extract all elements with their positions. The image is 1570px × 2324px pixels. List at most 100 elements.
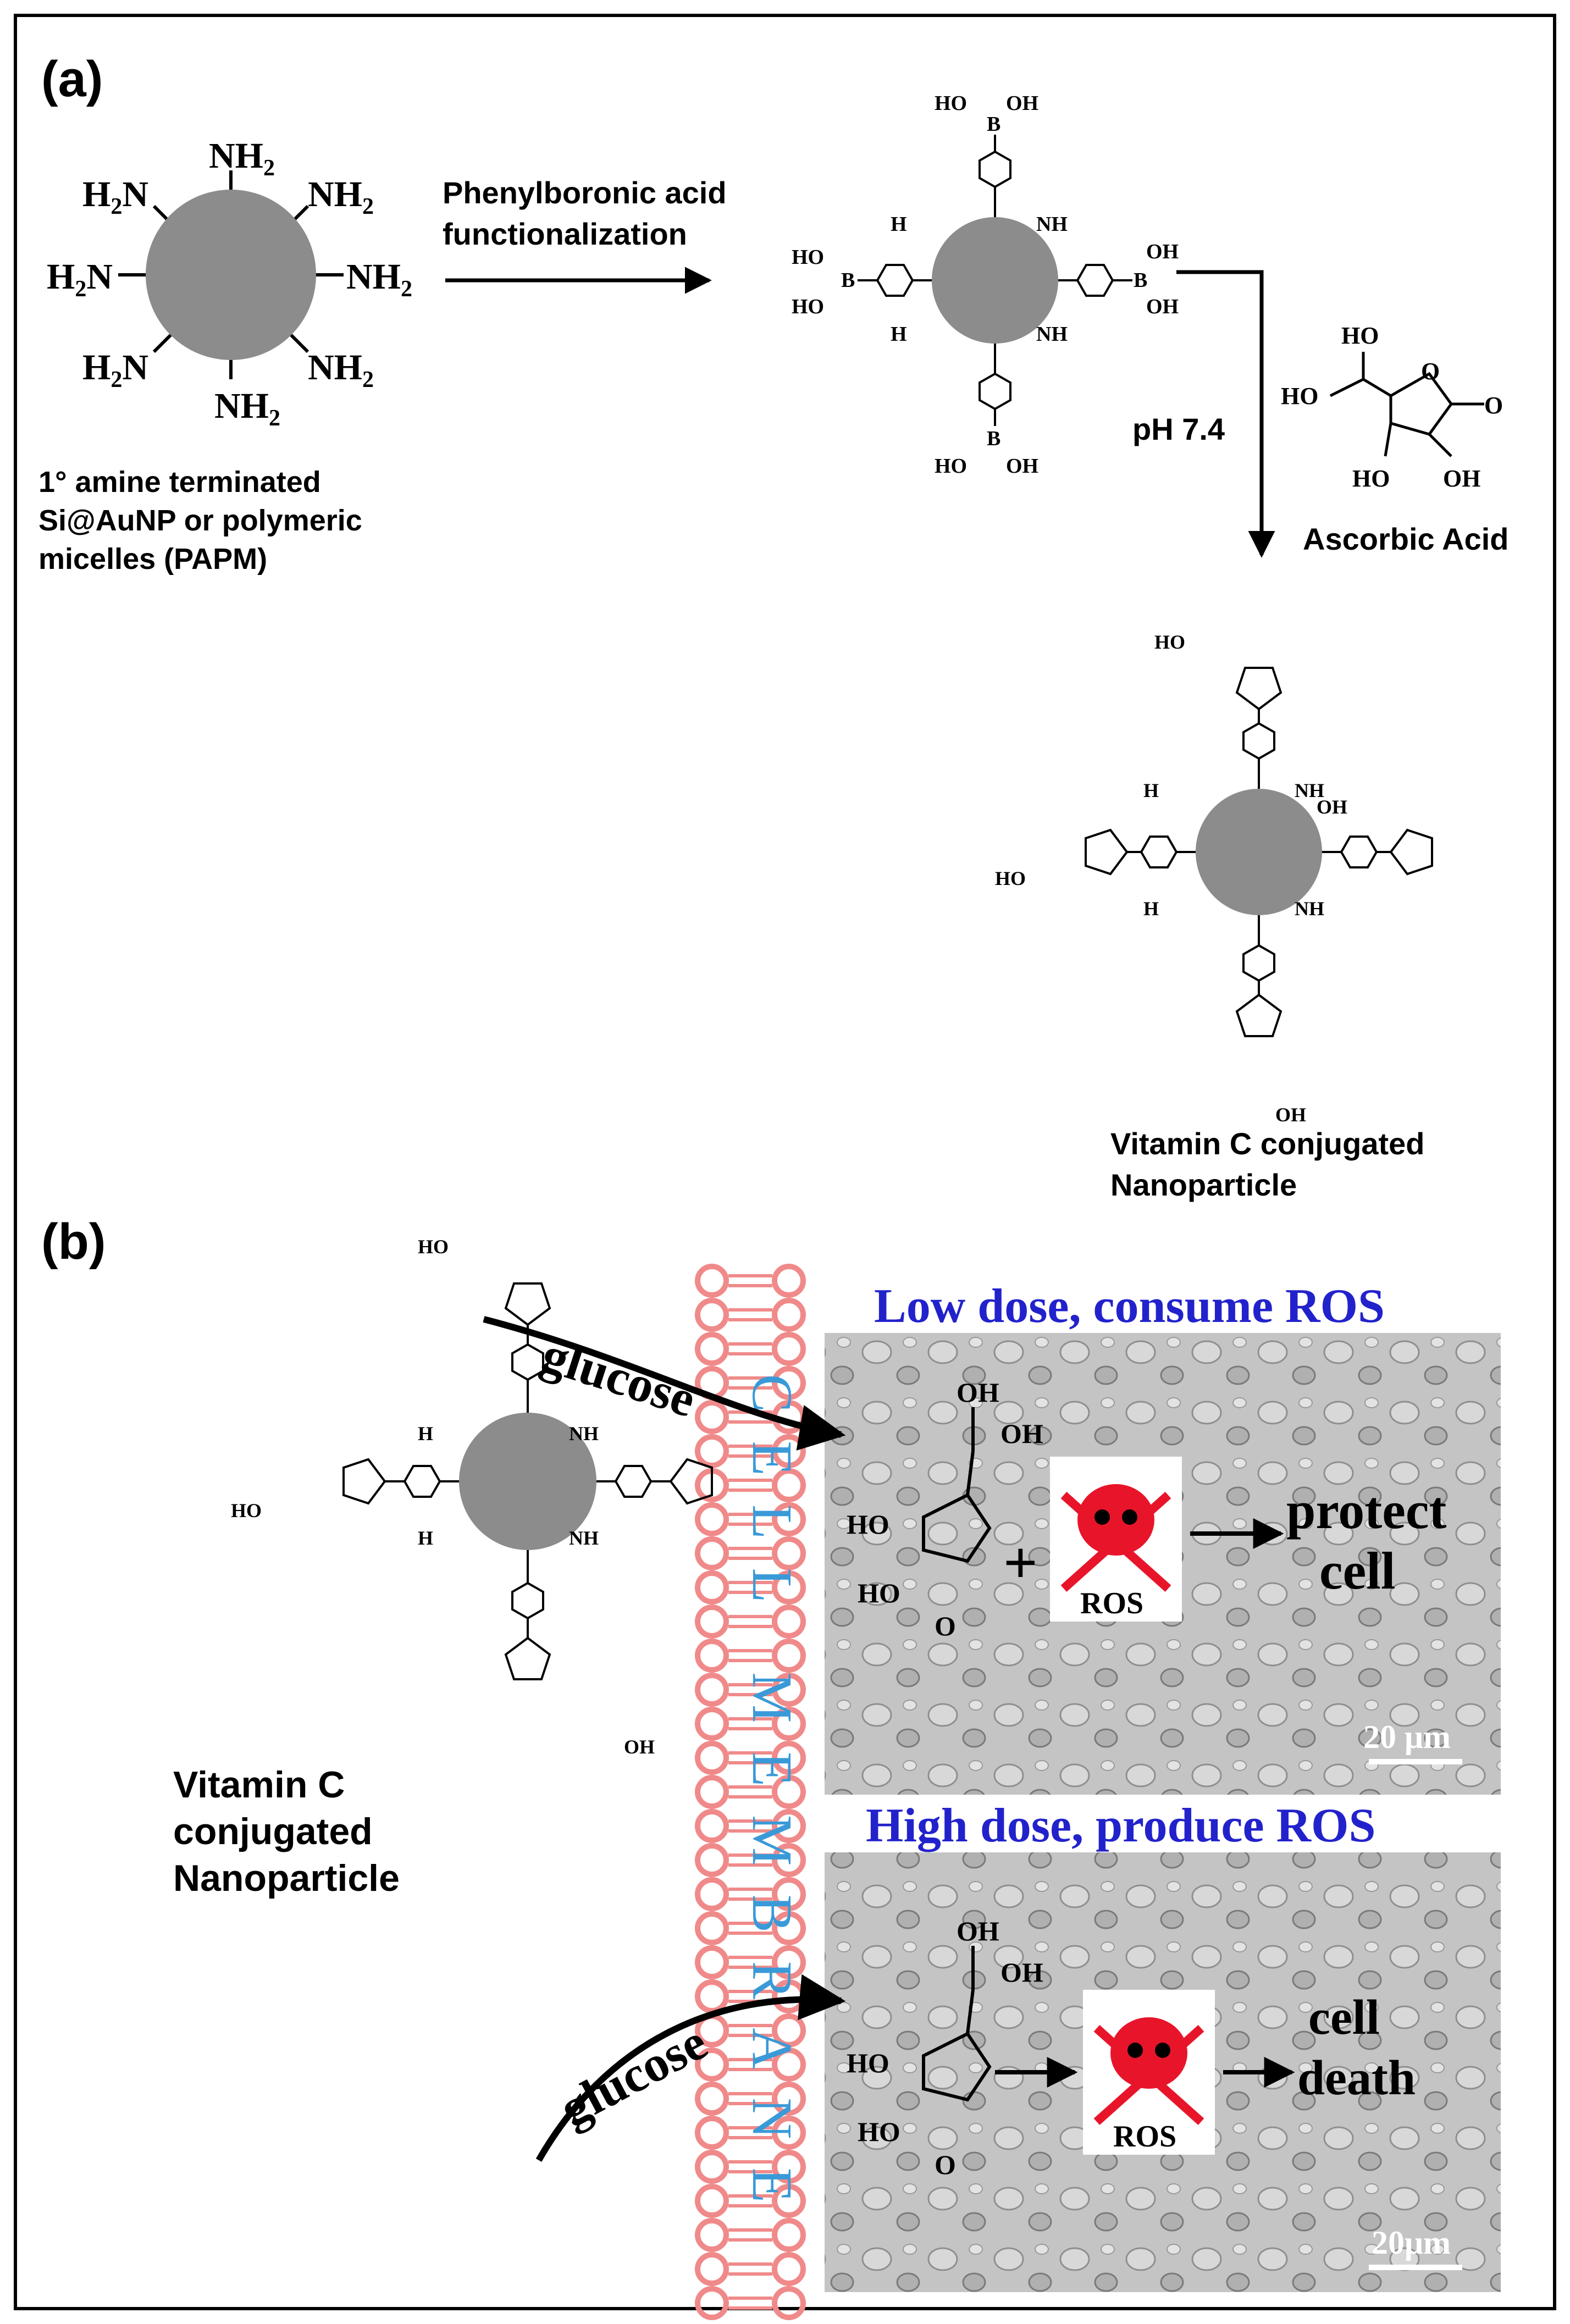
svg-text:HO: HO	[847, 1509, 889, 1540]
lipid-head	[772, 2252, 806, 2286]
boronic-acid-nanoparticle: B HO OH B HO OH B OH OH B HO HO H NH H N…	[792, 92, 1179, 478]
lipid-head	[772, 1843, 806, 1877]
lipid-head	[695, 1673, 729, 1707]
svg-text:NH: NH	[1036, 213, 1068, 236]
svg-text:HO: HO	[847, 2048, 889, 2078]
svg-text:OH: OH	[957, 1377, 999, 1408]
lipid-head	[695, 2252, 729, 2286]
svg-text:NH: NH	[569, 1527, 599, 1549]
lipid-head	[695, 2218, 729, 2252]
svg-text:HO: HO	[935, 92, 967, 115]
cell-np-caption: Vitamin C conjugated Nanoparticle	[173, 1764, 400, 1899]
lipid-head	[695, 1911, 729, 1945]
svg-text:cell: cell	[1319, 1541, 1396, 1600]
svg-text:NH: NH	[1036, 323, 1068, 346]
svg-text:micelles (PAPM): micelles (PAPM)	[38, 543, 267, 576]
svg-text:B: B	[841, 269, 855, 292]
lipid-head	[695, 1604, 729, 1639]
lipid-head	[695, 1332, 729, 1366]
lipid-head	[772, 2184, 806, 2218]
lipid-head	[772, 1536, 806, 1570]
svg-text:cell: cell	[1308, 1990, 1380, 2045]
lipid-head	[772, 1434, 806, 1468]
figure-border	[14, 14, 1556, 2310]
svg-text:Nanoparticle: Nanoparticle	[173, 1857, 400, 1899]
lipid-head	[772, 1502, 806, 1536]
nh2-bottom-right: NH2	[308, 347, 374, 392]
lipid-head	[772, 2218, 806, 2252]
nh2-top: NH2	[209, 136, 275, 181]
glucose-label-low: glucose	[535, 1326, 703, 1427]
svg-text:NH: NH	[569, 1423, 599, 1445]
lipid-head	[695, 2116, 729, 2150]
nh2-top-right: NH2	[308, 174, 374, 219]
svg-text:HO: HO	[1341, 322, 1379, 349]
scale-bar-high: 20μm	[1372, 2225, 1451, 2261]
svg-text:HO: HO	[858, 2116, 900, 2147]
svg-text:Nanoparticle: Nanoparticle	[1110, 1167, 1297, 1202]
product-caption: Vitamin C conjugated Nanoparticle	[1110, 1126, 1424, 1202]
svg-text:OH: OH	[1443, 465, 1480, 492]
panel-b-label: (b)	[41, 1214, 106, 1270]
lipid-head	[772, 1298, 806, 1332]
lipid-head	[772, 1604, 806, 1639]
svg-text:NH: NH	[1295, 779, 1324, 801]
lipid-head	[695, 1707, 729, 1741]
lipid-head	[772, 1366, 806, 1400]
lipid-head	[772, 1911, 806, 1945]
svg-text:HO: HO	[995, 867, 1026, 889]
lipid-head	[695, 2150, 729, 2184]
svg-text:death: death	[1297, 2051, 1416, 2105]
svg-text:H: H	[891, 213, 907, 236]
lipid-head	[695, 1877, 729, 1911]
lipid-head	[695, 1979, 729, 2013]
vitc-nanoparticle-cell: HO HO OH H NH H NH	[231, 1236, 713, 1758]
svg-text:H: H	[1143, 779, 1159, 801]
amine-nanoparticle: NH2 NH2 NH2 NH2 NH2 H2N H2N H2N	[47, 136, 412, 431]
svg-text:HO: HO	[792, 246, 824, 269]
svg-text:HO: HO	[231, 1499, 262, 1521]
high-dose-title: High dose, produce ROS	[866, 1799, 1375, 1852]
conjugation-arrow	[1176, 270, 1275, 558]
lipid-head	[772, 2150, 806, 2184]
ascorbic-acid-structure: HO HO O O HO OH Ascorbic Acid	[1281, 322, 1508, 556]
lipid-head	[772, 1741, 806, 1775]
lipid-head	[695, 2082, 729, 2116]
svg-text:ROS: ROS	[1113, 2120, 1176, 2154]
functionalization-label: Phenylboronic acid functionalization	[443, 175, 727, 251]
svg-text:H: H	[418, 1527, 433, 1549]
lipid-head	[695, 1775, 729, 1809]
lipid-head	[695, 1298, 729, 1332]
svg-text:OH: OH	[1146, 295, 1179, 318]
lipid-head	[772, 2082, 806, 2116]
svg-text:H: H	[1143, 898, 1159, 920]
svg-text:OH: OH	[957, 1916, 999, 1946]
lipid-head	[772, 2048, 806, 2082]
lipid-head	[772, 1673, 806, 1707]
svg-text:OH: OH	[1006, 455, 1038, 478]
svg-text:H: H	[418, 1423, 433, 1445]
lipid-head	[695, 1639, 729, 1673]
svg-text:HO: HO	[1154, 631, 1185, 653]
lipid-head	[695, 1502, 729, 1536]
lipid-head	[695, 2286, 729, 2320]
lipid-head	[772, 1332, 806, 1366]
lipid-head	[695, 1570, 729, 1604]
ascorbic-acid-label: Ascorbic Acid	[1303, 522, 1508, 556]
svg-text:OH: OH	[1146, 240, 1179, 263]
lipid-head	[772, 2013, 806, 2048]
svg-text:functionalization: functionalization	[443, 217, 687, 251]
svg-text:HO: HO	[858, 1578, 900, 1608]
lipid-head	[695, 1264, 729, 1298]
svg-text:ROS: ROS	[1080, 1586, 1143, 1620]
svg-text:NH: NH	[1295, 898, 1324, 920]
glucose-arrow-high	[535, 1974, 846, 2162]
lipid-head	[695, 1434, 729, 1468]
svg-text:Vitamin C conjugated: Vitamin C conjugated	[1110, 1126, 1424, 1161]
nh2-right: NH2	[346, 257, 412, 302]
skull-icon	[1093, 2017, 1204, 2125]
lipid-head	[772, 2116, 806, 2150]
svg-text:O: O	[1421, 358, 1440, 385]
svg-text:1° amine terminated: 1° amine terminated	[38, 466, 321, 499]
